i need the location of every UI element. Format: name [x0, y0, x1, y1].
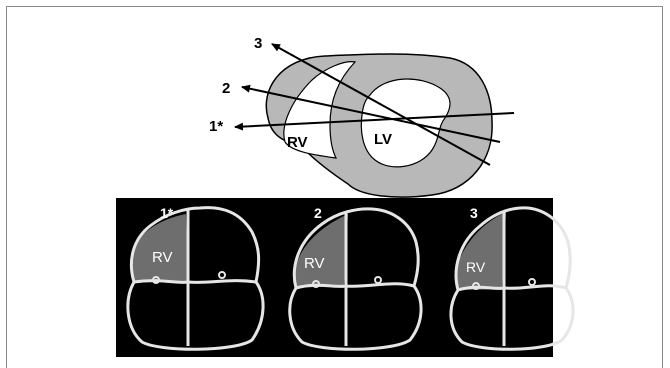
rv-label-3: RV — [466, 259, 486, 275]
rv-label-2: RV — [304, 255, 325, 272]
rv-label-1star: RV — [152, 249, 173, 266]
lv-label-top: LV — [374, 131, 392, 148]
panel-title-1star: 1* — [160, 205, 174, 221]
view-label-3: 3 — [254, 35, 262, 52]
view-label-1star: 1* — [209, 118, 223, 135]
view-label-2: 2 — [222, 80, 230, 97]
rv-label-top: RV — [287, 134, 308, 151]
short-axis-section: 3 2 1* RV LV — [209, 35, 514, 197]
panel-title-2: 2 — [314, 205, 322, 221]
panel-title-3: 3 — [470, 205, 478, 221]
